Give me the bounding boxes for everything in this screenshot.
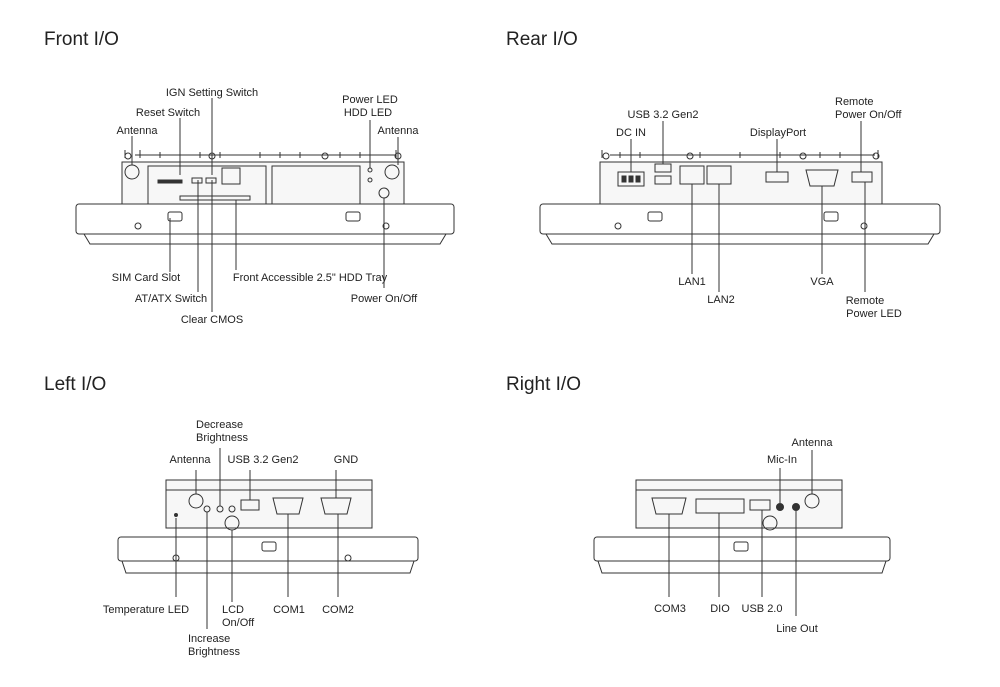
label-lan1: LAN1 [678, 276, 706, 288]
label-gnd: GND [334, 454, 359, 466]
label-front-power-on-off: Power On/Off [351, 293, 418, 305]
label-front-antenna-right: Antenna [378, 125, 420, 137]
label-displayport: DisplayPort [750, 127, 806, 139]
label-sim-card-slot: SIM Card Slot [112, 272, 180, 284]
label-com2: COM2 [322, 604, 354, 616]
label-ign-setting-switch: IGN Setting Switch [166, 87, 258, 99]
front-device-drawing [75, 150, 455, 245]
front-io-title: Front I/O [44, 29, 119, 50]
label-com3: COM3 [654, 603, 686, 615]
label-decrease-line1: Decrease [196, 419, 243, 431]
label-decrease-line2: Brightness [196, 432, 248, 444]
label-clear-cmos: Clear CMOS [181, 314, 243, 326]
front-leader-lines [131, 98, 399, 312]
label-power-led: Power LED [342, 94, 398, 106]
label-com1: COM1 [273, 604, 305, 616]
label-lan2: LAN2 [707, 294, 735, 306]
rear-device-drawing [539, 150, 941, 245]
label-mic-in: Mic-In [767, 454, 797, 466]
label-remote-on-off-line1: Remote [835, 96, 874, 108]
label-increase-line1: Increase [188, 633, 230, 645]
label-line-out: Line Out [776, 623, 818, 635]
rear-leader-lines [630, 121, 866, 292]
left-device-drawing [117, 479, 419, 574]
label-vga: VGA [810, 276, 834, 288]
right-io-title: Right I/O [506, 374, 581, 395]
label-remote-led-line1: Remote [846, 295, 885, 307]
label-reset-switch: Reset Switch [136, 107, 200, 119]
label-usb2: USB 2.0 [742, 603, 783, 615]
left-leader-lines [175, 448, 339, 629]
label-left-usb-gen2: USB 3.2 Gen2 [228, 454, 299, 466]
label-front-antenna-left: Antenna [117, 125, 159, 137]
label-dio: DIO [710, 603, 730, 615]
left-io-title: Left I/O [44, 374, 107, 395]
label-dc-in: DC IN [616, 127, 646, 139]
label-lcd-line1: LCD [222, 604, 244, 616]
label-left-antenna: Antenna [170, 454, 212, 466]
rear-io-title: Rear I/O [506, 29, 578, 50]
label-lcd-line2: On/Off [222, 617, 255, 629]
label-increase-line2: Brightness [188, 646, 240, 658]
right-device-drawing [593, 479, 891, 574]
label-at-atx-switch: AT/ATX Switch [135, 293, 207, 305]
label-remote-on-off-line2: Power On/Off [835, 109, 902, 121]
right-leader-lines [668, 450, 813, 616]
label-rear-usb-gen2: USB 3.2 Gen2 [628, 109, 699, 121]
label-hdd-led: HDD LED [344, 107, 392, 119]
label-remote-led-line2: Power LED [846, 308, 902, 320]
label-temperature-led: Temperature LED [103, 604, 189, 616]
label-right-antenna: Antenna [792, 437, 834, 449]
label-hdd-tray: Front Accessible 2.5" HDD Tray [233, 272, 388, 284]
